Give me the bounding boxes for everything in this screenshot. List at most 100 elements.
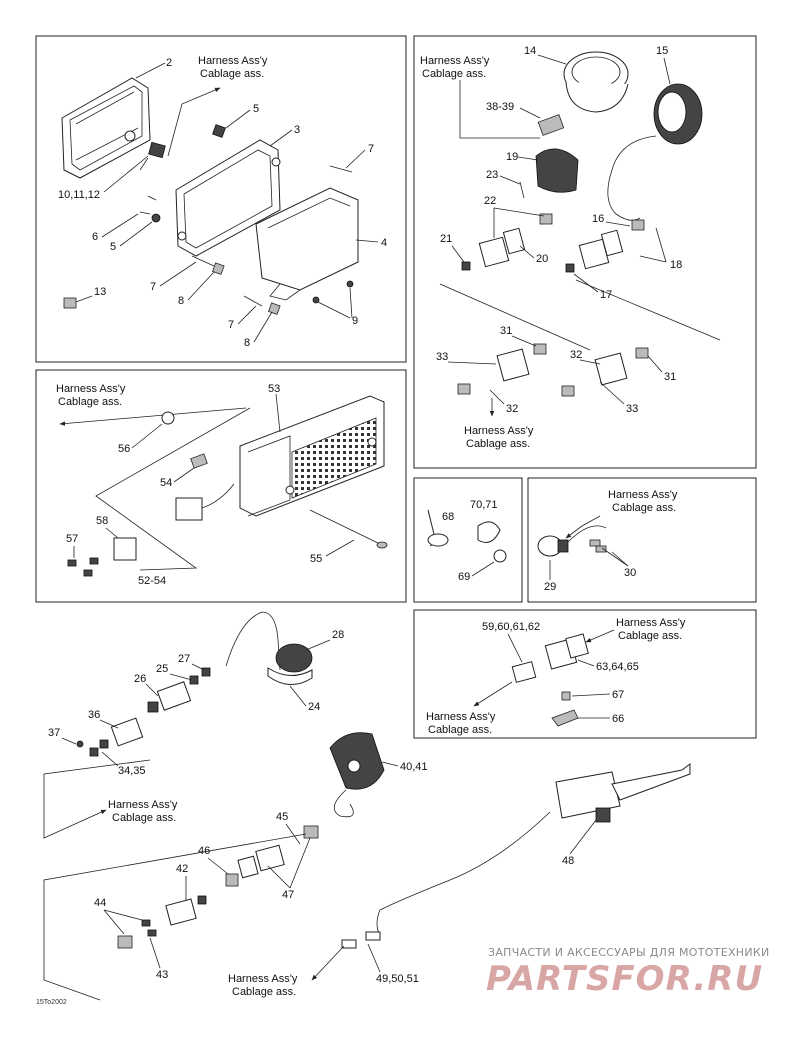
taillight-harness-arrow	[59, 407, 247, 426]
harness-label-line2: Cablage ass.	[422, 68, 486, 80]
callout-7a: 7	[368, 143, 374, 155]
callout-43: 43	[156, 969, 168, 981]
indicator-switch	[537, 525, 607, 557]
headlight-bolts	[63, 124, 354, 315]
callout-23: 23	[486, 169, 498, 181]
connector-gauge-a	[461, 227, 526, 271]
callout-8a: 8	[178, 295, 184, 307]
lower-harness-arrow-1	[43, 759, 151, 839]
callout-46: 46	[198, 845, 210, 857]
callout-52-54: 52-54	[138, 575, 166, 587]
bulb-socket	[139, 141, 166, 171]
brake-lever-assembly	[379, 763, 691, 911]
callout-54: 54	[160, 477, 172, 489]
callout-28: 28	[332, 629, 344, 641]
harness-label-line2: Cablage ass.	[428, 724, 492, 736]
callout-19: 19	[506, 151, 518, 163]
callout-55: 55	[310, 553, 322, 565]
callout-30: 30	[624, 567, 636, 579]
callout-22: 22	[484, 195, 496, 207]
harness-label-line1: Harness Ass'y	[228, 973, 298, 985]
callout-26: 26	[134, 673, 146, 685]
callout-10-12: 10,11,12	[58, 189, 100, 201]
tach-cable	[607, 135, 657, 221]
taillight-connector	[67, 483, 235, 577]
harness-label-line2: Cablage ass.	[232, 986, 296, 998]
callout-14: 14	[524, 45, 536, 57]
diagram-code: 15To2002	[36, 999, 67, 1006]
harness-label-line2: Cablage ass.	[466, 438, 530, 450]
harness-label-line2: Cablage ass.	[612, 502, 676, 514]
gauge-link-line-2	[575, 279, 721, 341]
harness-label-line2: Cablage ass.	[200, 68, 264, 80]
callout-38-39: 38-39	[486, 101, 514, 113]
speedometer	[563, 51, 629, 113]
gauge-bulb	[537, 114, 565, 136]
tachometer	[653, 83, 703, 145]
callout-40-41: 40,41	[400, 761, 428, 773]
harness-label-line2: Cablage ass.	[58, 396, 122, 408]
headlight-frame	[175, 139, 281, 257]
callout-69: 69	[458, 571, 470, 583]
callout-7b: 7	[150, 281, 156, 293]
callout-63-65: 63,64,65	[596, 661, 639, 673]
callout-24: 24	[308, 701, 320, 713]
headlight-switch-connector	[225, 825, 319, 887]
panel-gauges	[413, 35, 757, 469]
callout-31b: 31	[664, 371, 676, 383]
cable-tie	[427, 509, 449, 547]
callout-29: 29	[544, 581, 556, 593]
headlight-housing	[255, 187, 359, 301]
gauge-cup	[535, 148, 579, 193]
watermark-tagline: ЗАПЧАСТИ И АКСЕССУАРЫ ДЛЯ МОТОТЕХНИКИ	[488, 946, 770, 959]
connector-harness-arrow-lower	[473, 681, 513, 707]
taillight-link-line	[95, 407, 251, 571]
watermark-logo: PARTSFOR.RU	[486, 959, 763, 999]
headlight-harness-arrow	[167, 87, 221, 157]
callout-4: 4	[381, 237, 387, 249]
panel-switch	[527, 477, 757, 603]
callout-58: 58	[96, 515, 108, 527]
gauge-harness-line	[459, 80, 540, 139]
panel-headlight	[35, 35, 407, 363]
connector-pair	[511, 633, 589, 727]
handlebar-switch-housing	[329, 732, 385, 818]
callout-31a: 31	[500, 325, 512, 337]
callout-8b: 8	[244, 337, 250, 349]
connector-gauge-d	[561, 347, 649, 397]
harness-label-line2: Cablage ass.	[112, 812, 176, 824]
callout-56: 56	[118, 443, 130, 455]
callout-32b: 32	[570, 349, 582, 361]
harness-label-line1: Harness Ass'y	[108, 799, 178, 811]
callout-68: 68	[442, 511, 454, 523]
callout-47: 47	[282, 889, 294, 901]
wire-clip	[477, 521, 507, 563]
callout-17: 17	[600, 289, 612, 301]
callout-48: 48	[562, 855, 574, 867]
callout-5a: 5	[253, 103, 259, 115]
taillight-housing	[239, 395, 385, 517]
callout-3: 3	[294, 124, 300, 136]
panel-taillight	[35, 369, 407, 603]
taillight-screw	[309, 509, 381, 545]
harness-label-line1: Harness Ass'y	[420, 55, 490, 67]
lower-link-line	[43, 833, 307, 1001]
callout-13: 13	[94, 286, 106, 298]
screw-head	[376, 541, 388, 549]
callout-44: 44	[94, 897, 106, 909]
gauge-link-line-1	[439, 283, 591, 351]
callout-16: 16	[592, 213, 604, 225]
callout-33a: 33	[436, 351, 448, 363]
connector-harness-arrow-upper	[585, 629, 615, 643]
taillight-bulb	[161, 411, 208, 469]
switch-harness-arrow	[565, 515, 601, 539]
callout-20: 20	[536, 253, 548, 265]
callout-36: 36	[88, 709, 100, 721]
brake-switch-wires	[341, 909, 381, 949]
callout-33b: 33	[626, 403, 638, 415]
callout-27: 27	[178, 653, 190, 665]
ignition-connector	[147, 667, 211, 713]
callout-59-62: 59,60,61,62	[482, 621, 540, 633]
